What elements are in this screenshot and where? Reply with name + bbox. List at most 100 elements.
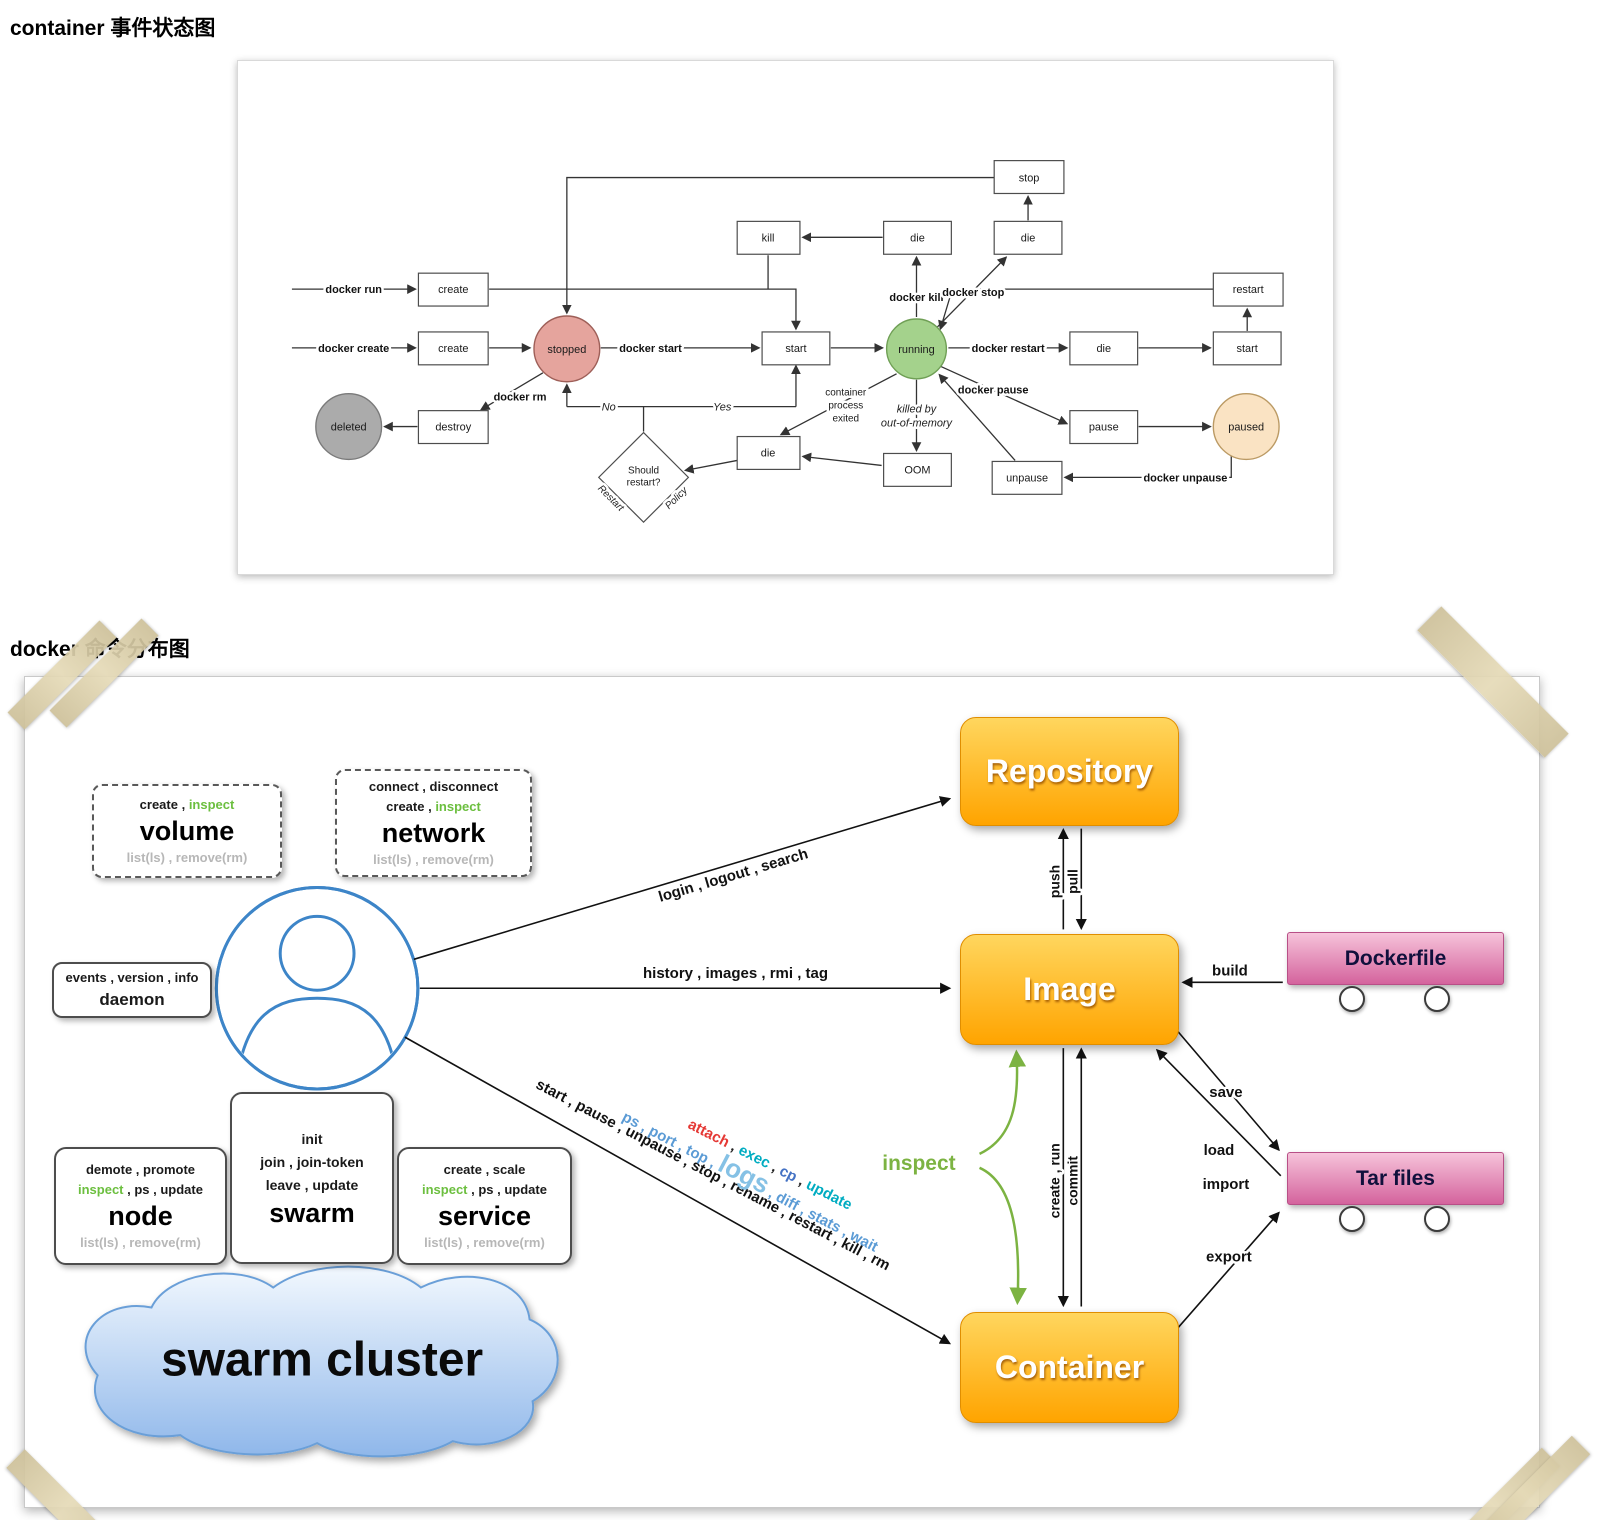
stopped-label: stopped: [547, 344, 586, 356]
network-create: create ,: [386, 799, 436, 814]
push-label: push: [1046, 865, 1062, 898]
service-inspect: inspect: [422, 1182, 468, 1197]
start-label: start: [785, 343, 806, 355]
node-list-commands: list(ls) , remove(rm): [80, 1235, 201, 1250]
volume-title: volume: [139, 816, 235, 846]
import-label: import: [1203, 1176, 1250, 1193]
docker-run-label: docker run: [325, 284, 382, 296]
volume-list-commands: list(ls) , remove(rm): [126, 850, 248, 865]
state-node-start-right: start: [1212, 331, 1282, 366]
process-exited-label-2: process: [828, 401, 863, 412]
daemon-command-group: events , version , info daemon: [52, 962, 212, 1018]
swarm-cluster-label: swarm cluster: [161, 1333, 483, 1386]
swarm-title: swarm: [269, 1197, 355, 1228]
image-label: Image: [1023, 971, 1116, 1007]
tar-files-entity: Tar files: [1287, 1152, 1504, 1205]
deleted-label: deleted: [331, 422, 367, 434]
state-diagram-card: stop kill die die create restart create …: [237, 60, 1334, 575]
dockerfile-entity: Dockerfile: [1287, 932, 1504, 985]
swarm-leave-commands: leave , update: [265, 1176, 359, 1193]
export-label: export: [1206, 1249, 1252, 1266]
history-commands-label: history , images , rmi , tag: [643, 965, 829, 982]
network-create-commands: create , inspect: [337, 797, 530, 816]
wheel-icon: [1424, 986, 1450, 1012]
image-entity: Image: [960, 934, 1179, 1045]
yes-label: Yes: [713, 402, 732, 414]
network-inspect: inspect: [435, 799, 481, 814]
no-label: No: [602, 402, 616, 414]
node-title: node: [108, 1201, 173, 1231]
restart-label: restart: [1233, 284, 1264, 296]
die-label: die: [910, 232, 925, 244]
docker-unpause-label: docker unpause: [1143, 472, 1227, 484]
state-node-destroy: destroy: [417, 410, 489, 445]
container-label: Container: [994, 1349, 1145, 1385]
killed-by-oom-label-2: out-of-memory: [881, 418, 954, 430]
swarm-command-group: init join , join-token leave , update sw…: [230, 1092, 394, 1264]
swarm-cluster-cloud: swarm cluster: [84, 1265, 559, 1458]
inspect-label: inspect: [882, 1152, 955, 1175]
node-ps-update: , ps , update: [123, 1182, 203, 1197]
state-edge-labels: docker run docker create docker start do…: [316, 282, 1230, 487]
state-node-die-bottom: die: [736, 435, 801, 471]
network-connect-commands: connect , disconnect: [368, 779, 499, 794]
state-node-die-right: die: [1069, 331, 1139, 366]
paused-label: paused: [1228, 422, 1264, 434]
volume-inspect: inspect: [188, 797, 235, 812]
daemon-title: daemon: [99, 990, 165, 1009]
volume-command-group: create , inspect volume list(ls) , remov…: [92, 784, 282, 878]
node-command-group: demote , promote inspect , ps , update n…: [54, 1147, 227, 1265]
pull-label: pull: [1064, 869, 1080, 894]
state-node-create-run: create: [417, 272, 489, 307]
service-create-commands: create , scale: [443, 1162, 526, 1177]
process-exited-label-3: exited: [832, 414, 859, 425]
running-label: running: [898, 344, 934, 356]
destroy-label: destroy: [435, 422, 471, 434]
swarm-init: init: [301, 1130, 323, 1147]
pause-label: pause: [1089, 422, 1119, 434]
kill-label: kill: [762, 232, 775, 244]
state-circle-paused: paused: [1212, 393, 1280, 461]
swarm-join-commands: join , join-token: [260, 1153, 364, 1170]
repository-label: Repository: [985, 753, 1154, 789]
daemon-commands: events , version , info: [65, 970, 199, 985]
service-title: service: [437, 1201, 532, 1231]
node-inspect-commands: inspect , ps , update: [56, 1180, 225, 1199]
inspect-arrows: [978, 1049, 1027, 1306]
state-node-kill: kill: [736, 220, 801, 255]
state-circle-deleted: deleted: [315, 393, 383, 461]
should-restart-decision: Should restart? Restart Policy: [593, 431, 693, 524]
create-label: create: [438, 284, 468, 296]
state-node-die-top: die: [883, 220, 952, 255]
docker-pause-label: docker pause: [958, 385, 1029, 397]
service-list-commands: list(ls) , remove(rm): [424, 1235, 545, 1250]
state-node-stop: stop: [993, 160, 1065, 195]
stop-label: stop: [1019, 173, 1040, 185]
killed-by-oom-label-1: killed by: [897, 404, 938, 416]
load-label: load: [1204, 1142, 1235, 1159]
build-label: build: [1212, 962, 1248, 979]
volume-create-inspect: create ,: [139, 797, 189, 812]
commit-label: commit: [1064, 1156, 1080, 1206]
save-label: save: [1209, 1084, 1242, 1101]
wheel-icon: [1339, 1206, 1365, 1232]
die-label: die: [1096, 343, 1111, 355]
create-label: create: [438, 343, 468, 355]
docker-restart-label: docker restart: [972, 343, 1045, 355]
docker-client-user-icon: [214, 885, 420, 1091]
docker-commands-diagram: swarm cluster: [84, 796, 1283, 1458]
network-command-group: connect , disconnect create , inspect ne…: [335, 769, 532, 877]
should-label: Should: [628, 465, 659, 476]
die-label: die: [761, 447, 776, 459]
create-run-label: create , run: [1046, 1143, 1062, 1218]
unpause-label: unpause: [1006, 472, 1048, 484]
state-circle-stopped: stopped: [533, 315, 601, 383]
docker-commands-poster: swarm cluster: [6, 606, 1591, 1520]
state-node-restart: restart: [1212, 272, 1284, 307]
dockerfile-label: Dockerfile: [1344, 946, 1447, 970]
state-node-oom: OOM: [883, 452, 952, 487]
section-title-state-diagram: container 事件状态图: [10, 17, 216, 40]
restart-q-label: restart?: [627, 477, 661, 488]
docker-kill-label: docker kill: [889, 292, 943, 304]
container-entity: Container: [960, 1312, 1179, 1423]
